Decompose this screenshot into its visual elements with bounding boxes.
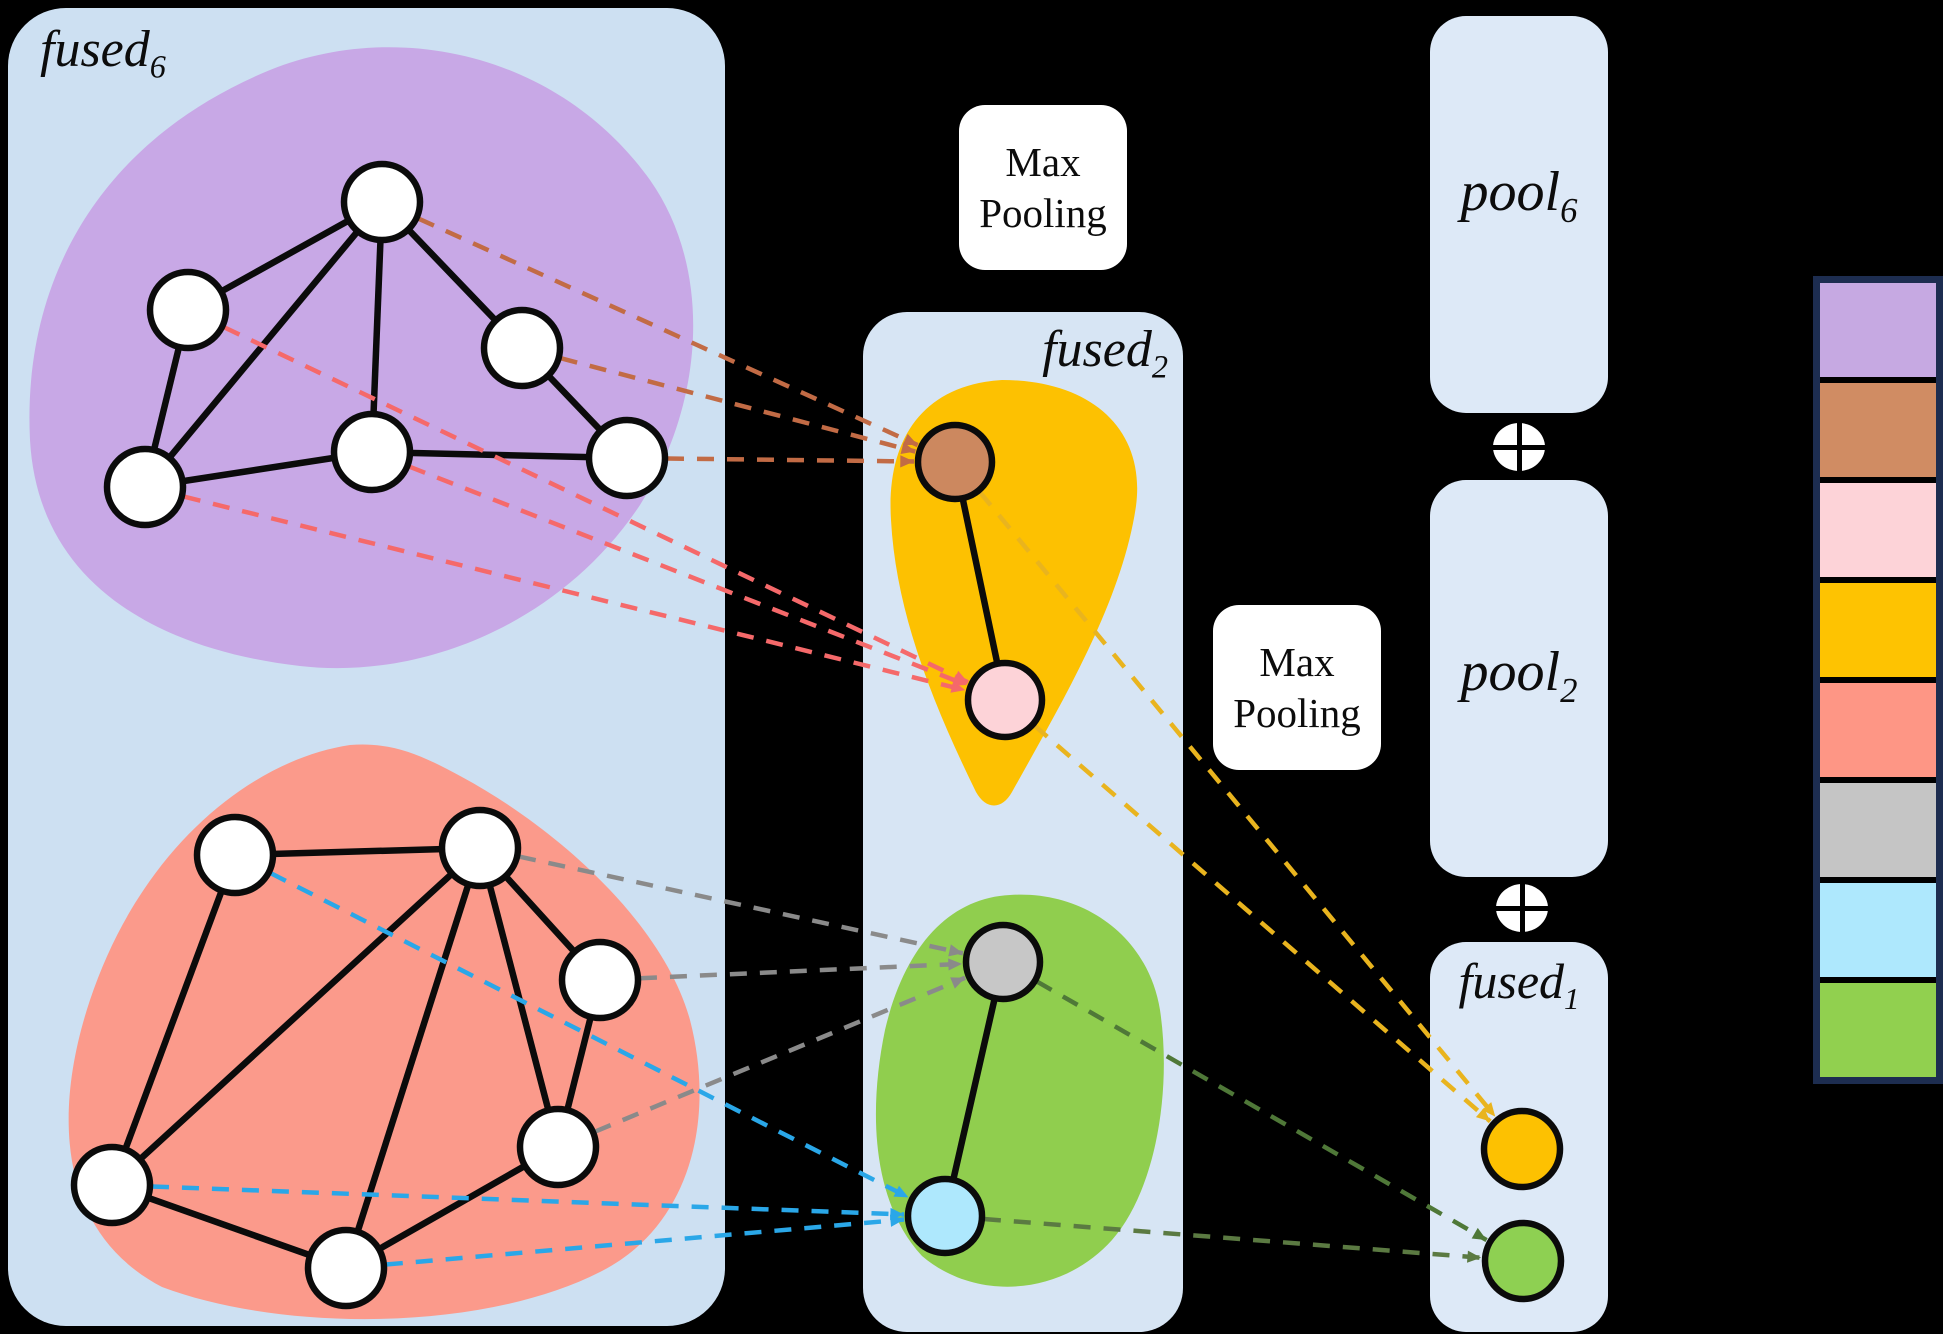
mapping-arrowhead	[950, 977, 966, 989]
fused1-label-sub: 1	[1564, 981, 1580, 1016]
mapping-dashed-arrow	[408, 464, 968, 688]
graph-node-s2	[438, 806, 522, 890]
pool6-label-sub: 6	[1560, 191, 1578, 231]
mapping-dashed-arrow	[639, 961, 963, 981]
supernode-blue	[904, 1175, 986, 1257]
mapping-dashed-arrow	[560, 356, 916, 454]
salmon-graph-edge	[109, 845, 483, 1188]
graph-node-p1	[340, 160, 424, 244]
mapping-arrowhead	[1481, 1102, 1496, 1117]
fused2-graph-edge	[951, 461, 1009, 701]
pooled-node-amber	[1480, 1107, 1564, 1191]
legend-swatch-3	[1820, 483, 1936, 577]
graph-node-s5	[70, 1143, 154, 1227]
supernode-brown	[914, 421, 996, 503]
graph-node-p5	[330, 410, 414, 494]
salmon-graph-edge	[108, 853, 239, 1187]
salmon-graph-edge	[110, 1181, 348, 1272]
mapping-dashed-arrow	[183, 494, 966, 693]
mapping-arrowhead	[902, 433, 918, 446]
mapping-dashed-arrow	[151, 1184, 905, 1217]
fused2-label-text: fused	[1042, 321, 1152, 378]
concat-oplus-icon	[1496, 884, 1548, 932]
pool6-label: pool6	[1430, 160, 1608, 231]
mapping-dashed-arrow	[1035, 979, 1488, 1243]
graph-node-p4	[103, 445, 187, 529]
purple-cluster-blob	[29, 47, 694, 669]
legend-swatch-4	[1820, 583, 1936, 677]
pool6-label-text: pool	[1460, 161, 1561, 223]
graph-node-s1	[193, 813, 277, 897]
max-pooling-2-line1: Max	[1259, 639, 1335, 686]
fused2-label: fused2	[940, 320, 1168, 385]
fused6-label: fused6	[40, 20, 166, 85]
graph-node-s6	[304, 1226, 388, 1310]
panel-pool6	[1430, 16, 1608, 413]
legend-swatch-2	[1820, 383, 1936, 477]
pool2-label-sub: 2	[1560, 671, 1578, 711]
mapping-arrowhead	[951, 674, 967, 686]
mapping-arrowhead	[1471, 1227, 1487, 1241]
graph-node-p2	[146, 268, 230, 352]
salmon-graph-edge	[342, 847, 484, 1269]
max-pooling-box-1: Max Pooling	[959, 105, 1127, 270]
mapping-dashed-arrow	[417, 216, 919, 448]
fused6-label-sub: 6	[149, 48, 166, 85]
legend-swatch-6	[1820, 783, 1936, 877]
mapping-dashed-arrow	[983, 1216, 1482, 1260]
mapping-dashed-arrow	[385, 1217, 905, 1267]
mapping-arrowhead	[900, 442, 916, 454]
graph-node-s3	[558, 938, 642, 1022]
fused2-graph-edge	[941, 961, 1007, 1217]
purple-graph-edge	[371, 448, 628, 462]
fused2-label-sub: 2	[1151, 348, 1168, 385]
legend-swatch-1	[1820, 283, 1936, 377]
mapping-arrowhead	[900, 455, 915, 468]
pool2-label-text: pool	[1460, 641, 1561, 703]
max-pooling-1-line1: Max	[1005, 139, 1081, 186]
mapping-arrowhead	[948, 944, 963, 957]
max-pooling-1-line2: Pooling	[979, 189, 1107, 236]
concat-oplus-icon	[1493, 423, 1545, 471]
graph-node-s4	[516, 1105, 600, 1189]
mapping-arrowhead	[1466, 1250, 1482, 1263]
legend-color-bar	[1813, 276, 1943, 1084]
mapping-arrowhead	[948, 958, 963, 971]
max-pooling-box-2: Max Pooling	[1213, 605, 1381, 770]
supernode-pink	[964, 659, 1046, 741]
graph-node-p6	[585, 416, 669, 500]
mapping-arrowhead	[1475, 1107, 1491, 1122]
mapping-arrowhead	[889, 1214, 905, 1227]
legend-swatch-7	[1820, 883, 1936, 977]
mapping-dashed-arrow	[594, 975, 967, 1134]
purple-graph-edge	[368, 201, 386, 453]
pooled-node-green	[1481, 1219, 1565, 1303]
mapping-arrowhead	[893, 1185, 909, 1198]
mapping-dashed-arrow	[1032, 723, 1492, 1124]
supernode-gray	[962, 921, 1044, 1003]
fused1-label-text: fused	[1458, 953, 1565, 1009]
pool2-label: pool2	[1430, 640, 1608, 711]
legend-swatch-5	[1820, 683, 1936, 777]
panel-pool2	[1430, 480, 1608, 877]
fused6-label-text: fused	[40, 21, 150, 78]
salmon-cluster-blob	[68, 744, 700, 1320]
fused1-label: fused1	[1430, 952, 1608, 1017]
mapping-dashed-arrow	[666, 456, 915, 464]
mapping-dashed-arrow	[978, 490, 1498, 1119]
legend-swatch-8	[1820, 983, 1936, 1077]
max-pooling-2-line2: Pooling	[1233, 689, 1361, 736]
mapping-dashed-arrow	[518, 854, 964, 956]
graph-node-p3	[480, 306, 564, 390]
